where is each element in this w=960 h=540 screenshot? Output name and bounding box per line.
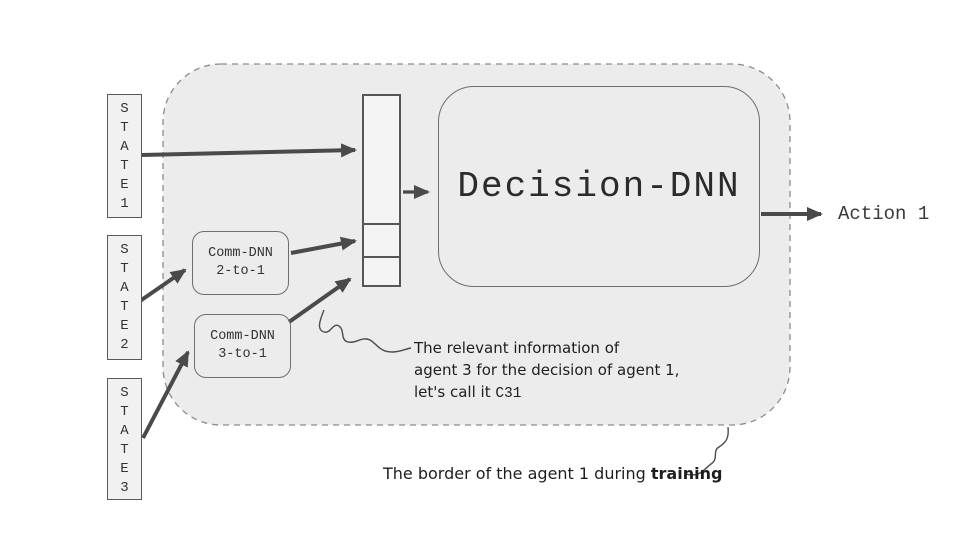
note-training-border-prefix: The border of the agent 1 during: [383, 464, 651, 483]
state-3-box: S T A T E 3: [107, 378, 142, 500]
arrow-comm2to1-to-concat: [290, 236, 357, 255]
concat-cell-c21: [364, 223, 399, 256]
note-c31-line2: agent 3 for the decision of agent 1,: [414, 361, 680, 379]
note-training-border: The border of the agent 1 during trainin…: [383, 464, 722, 483]
comm-dnn-2to1-box: Comm-DNN 2-to-1: [192, 231, 289, 295]
comm-dnn-2to1-title: Comm-DNN: [208, 246, 273, 261]
arrow-state3-to-comm3to1: [141, 350, 190, 439]
note-c31: The relevant information of agent 3 for …: [414, 337, 679, 405]
squiggle-group: [318, 309, 729, 476]
squiggle-c31-note: [318, 309, 412, 353]
comm-dnn-2to1-subtitle: 2-to-1: [216, 264, 265, 279]
arrow-state2-to-comm2to1: [138, 268, 187, 303]
squiggle-border-note: [685, 426, 729, 476]
arrow-state1-to-concat: [141, 143, 357, 158]
note-c31-line3-prefix: let's call it: [414, 383, 496, 401]
action-output-label: Action 1: [838, 203, 930, 225]
state-1-box: S T A T E 1: [107, 94, 142, 218]
note-training-border-emphasis: training: [650, 464, 723, 483]
concat-cell-c31: [364, 256, 399, 285]
comm-dnn-3to1-box: Comm-DNN 3-to-1: [194, 314, 291, 378]
state-2-box: S T A T E 2: [107, 235, 142, 360]
arrow-group: [138, 143, 823, 439]
comm-dnn-3to1-title: Comm-DNN: [210, 329, 275, 344]
note-c31-line1: The relevant information of: [414, 339, 620, 357]
agent-border-dashed-region: [162, 63, 791, 426]
concat-input-column: [362, 94, 401, 287]
note-c31-line3: let's call it C31: [414, 381, 679, 405]
concat-cell-state1: [364, 96, 399, 223]
comm-dnn-3to1-subtitle: 3-to-1: [218, 347, 267, 362]
decision-dnn-box: Decision-DNN: [438, 86, 760, 287]
note-c31-code: C31: [495, 386, 522, 402]
arrow-comm3to1-to-concat: [287, 277, 352, 324]
decision-dnn-label: Decision-DNN: [457, 166, 741, 207]
